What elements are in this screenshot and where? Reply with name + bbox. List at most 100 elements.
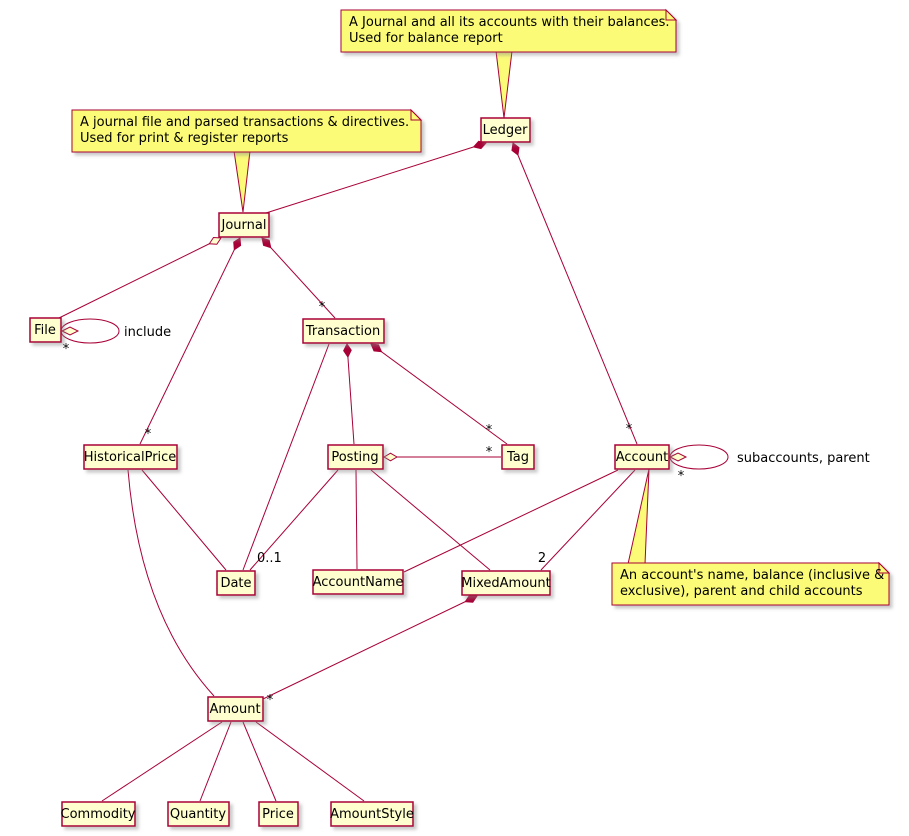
class-box-transaction	[302, 318, 385, 344]
multiplicity-account-mixedamount: 2	[538, 551, 546, 566]
account-loop-aggregation-diamond	[668, 452, 688, 462]
multiplicity-journal-transaction: *	[319, 300, 326, 315]
edge-ledger-journal	[265, 143, 486, 214]
class-transaction: Transaction	[302, 318, 385, 344]
class-box-date	[216, 570, 256, 596]
multiplicity-file-include: *	[63, 342, 70, 357]
class-label-tag: Tag	[506, 450, 529, 465]
class-label-account: Account	[616, 450, 669, 465]
notes: A Journal and all its accounts with thei…	[71, 8, 891, 606]
class-box-price	[258, 801, 299, 827]
note-ledger-line2: Used for balance report	[349, 31, 503, 46]
class-label-historicalprice: HistoricalPrice	[84, 450, 177, 465]
class-label-mixedamount: MixedAmount	[461, 576, 550, 591]
class-box-account	[614, 444, 670, 470]
class-accountname: AccountName	[312, 569, 404, 595]
note-journal-line2: Used for print & register reports	[80, 131, 289, 146]
edge-journal-transaction	[262, 238, 336, 319]
class-historicalprice: HistoricalPrice	[83, 444, 178, 470]
class-label-quantity: Quantity	[170, 807, 226, 822]
role-label-subaccounts-parent: subaccounts, parent	[737, 451, 870, 466]
class-box-ledger	[480, 117, 531, 143]
class-label-date: Date	[220, 576, 251, 591]
edge-transaction-tag	[371, 344, 508, 445]
edge-posting-mixedamount	[370, 469, 491, 571]
class-box-historicalprice	[83, 444, 178, 470]
class-label-journal: Journal	[221, 218, 267, 233]
class-box-quantity	[167, 801, 230, 827]
class-nodes: Ledger Journal File Transaction Historic…	[29, 117, 670, 827]
class-quantity: Quantity	[167, 801, 230, 827]
class-box-accountname	[312, 569, 404, 595]
class-box-commodity	[61, 801, 136, 827]
note-account-body	[611, 562, 890, 606]
class-label-posting: Posting	[331, 450, 378, 465]
class-file: File	[29, 317, 62, 343]
file-loop-aggregation-diamond	[60, 326, 80, 336]
class-date: Date	[216, 570, 256, 596]
anchor-journal-note	[233, 150, 251, 213]
class-commodity: Commodity	[61, 801, 136, 827]
edge-account-accountname	[403, 469, 619, 573]
class-posting: Posting	[327, 444, 384, 470]
class-label-file: File	[34, 323, 56, 338]
edge-transaction-posting	[347, 344, 355, 445]
note-ledger-body	[340, 9, 677, 53]
anchor-ledger-note	[495, 50, 513, 119]
class-label-ledger: Ledger	[483, 123, 529, 138]
class-mixedamount: MixedAmount	[461, 570, 551, 596]
note-account-line1: An account's name, balance (inclusive &	[620, 568, 884, 583]
multiplicity-posting-date: 0..1	[257, 551, 282, 566]
edges	[58, 143, 729, 802]
edge-journal-historicalprice	[139, 238, 240, 445]
class-ledger: Ledger	[480, 117, 531, 143]
class-account: Account	[614, 444, 670, 470]
class-journal: Journal	[218, 212, 270, 238]
edge-amount-commodity	[101, 721, 223, 802]
edge-amount-quantity	[199, 721, 232, 802]
edge-historicalprice-amount	[127, 469, 215, 697]
multiplicity-account-subaccounts: *	[678, 469, 685, 484]
class-box-file	[29, 317, 62, 343]
class-box-amount	[207, 696, 264, 722]
note-account-line2: exclusive), parent and child accounts	[620, 584, 863, 599]
class-label-accountname: AccountName	[313, 575, 404, 590]
class-box-tag	[501, 444, 535, 470]
note-account: An account's name, balance (inclusive & …	[611, 561, 891, 606]
class-label-transaction: Transaction	[305, 324, 380, 339]
note-ledger-fold	[665, 8, 678, 21]
edge-mixedamount-amount	[262, 596, 477, 700]
class-label-amount: Amount	[209, 702, 260, 717]
edge-posting-date	[249, 469, 339, 571]
multiplicity-posting-tag: *	[486, 445, 493, 460]
edge-transaction-date	[242, 343, 330, 571]
note-journal-body	[71, 109, 422, 153]
class-box-journal	[218, 212, 270, 238]
class-price: Price	[258, 801, 299, 827]
multiplicity-ledger-account: *	[626, 422, 633, 437]
multiplicity-mixedamount-amount: *	[267, 693, 274, 708]
note-account-fold	[878, 561, 891, 574]
class-box-posting	[327, 444, 384, 470]
note-journal: A journal file and parsed transactions &…	[71, 108, 423, 153]
note-anchors	[233, 50, 650, 565]
class-label-commodity: Commodity	[61, 807, 136, 822]
note-journal-line1: A journal file and parsed transactions &…	[80, 115, 409, 130]
class-label-price: Price	[262, 807, 294, 822]
edge-account-mixedamount	[540, 469, 636, 571]
anchor-account-note	[627, 468, 650, 565]
multiplicity-journal-historicalprice: *	[145, 427, 152, 442]
edge-ledger-account	[513, 143, 638, 445]
class-box-amountstyle	[330, 801, 414, 827]
note-ledger-line1: A Journal and all its accounts with thei…	[349, 15, 670, 30]
edge-amount-amountstyle	[255, 721, 365, 802]
class-tag: Tag	[501, 444, 535, 470]
edge-labels: * * * * * * include * subaccounts, paren…	[63, 300, 870, 708]
role-label-include: include	[124, 325, 171, 340]
edge-journal-file	[58, 238, 221, 319]
class-label-amountstyle: AmountStyle	[330, 807, 414, 822]
edge-posting-accountname	[355, 469, 358, 570]
edge-amount-price	[242, 721, 277, 802]
